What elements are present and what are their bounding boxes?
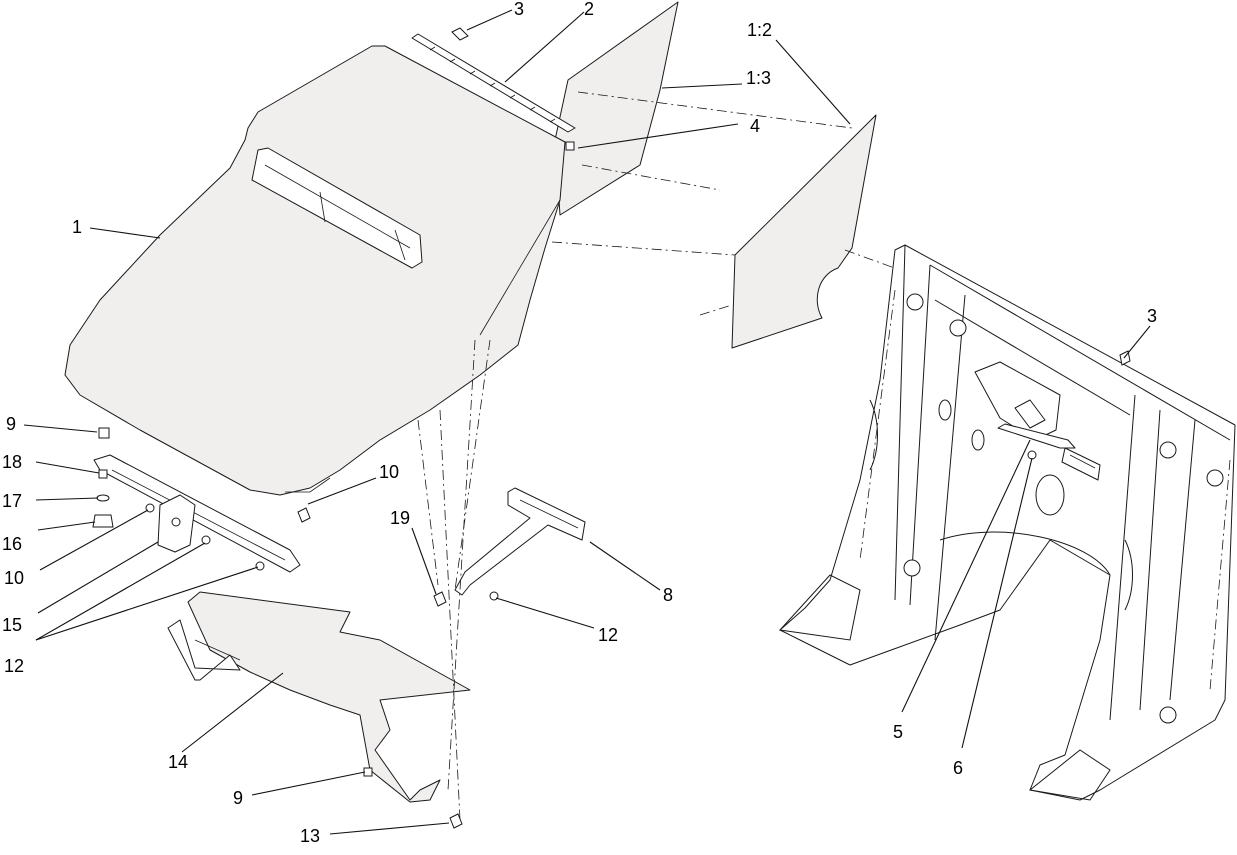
callout-6: 6	[953, 758, 963, 778]
mount-bracket-8	[454, 487, 586, 596]
cover-panel-1-2	[731, 114, 877, 349]
callout-1-2: 1:2	[747, 20, 772, 40]
lower-baffle	[167, 591, 471, 803]
callout-1-3: 1:3	[746, 68, 771, 88]
hood-vent-opening	[251, 147, 423, 269]
callout-13: 13	[300, 826, 320, 846]
hardware-bracket-8	[433, 591, 499, 607]
decal-strip	[411, 33, 576, 133]
callout-9-bottom: 9	[233, 788, 243, 808]
callout-16: 16	[2, 534, 22, 554]
clip-4	[565, 141, 575, 151]
callout-3-top: 3	[514, 0, 524, 19]
leader-lines	[23, 9, 1151, 835]
cover-panel-1-3	[554, 1, 679, 216]
callout-5: 5	[893, 722, 903, 742]
callout-3-frame: 3	[1147, 306, 1157, 326]
callout-10-left: 10	[4, 568, 24, 588]
callout-9-top: 9	[6, 414, 16, 434]
latch-assembly	[974, 350, 1131, 481]
nut-9-lower	[363, 767, 373, 777]
callout-1: 1	[72, 217, 82, 237]
callout-4: 4	[750, 116, 760, 136]
callout-8: 8	[663, 585, 673, 605]
panel-alignment-lines	[551, 91, 901, 316]
hood	[64, 45, 566, 496]
screw-top	[451, 27, 469, 41]
frame-support	[778, 244, 1236, 801]
callout-14: 14	[168, 752, 188, 772]
callout-15: 15	[2, 615, 22, 635]
callout-12-left: 12	[4, 656, 24, 676]
callout-10-right: 10	[379, 462, 399, 482]
callout-labels: 1 2 3 3 4 1:2 1:3 5 6 8 9 9 10 10 12 12 …	[2, 0, 1157, 846]
callout-18: 18	[2, 452, 22, 472]
alignment-lines-center	[417, 339, 491, 821]
callout-12-right: 12	[598, 625, 618, 645]
hardware-stack-left	[92, 427, 311, 571]
callout-19: 19	[390, 508, 410, 528]
callout-2: 2	[584, 0, 594, 19]
screw-13	[449, 813, 463, 829]
callout-17: 17	[2, 491, 22, 511]
hinge-bracket-15	[157, 494, 196, 553]
